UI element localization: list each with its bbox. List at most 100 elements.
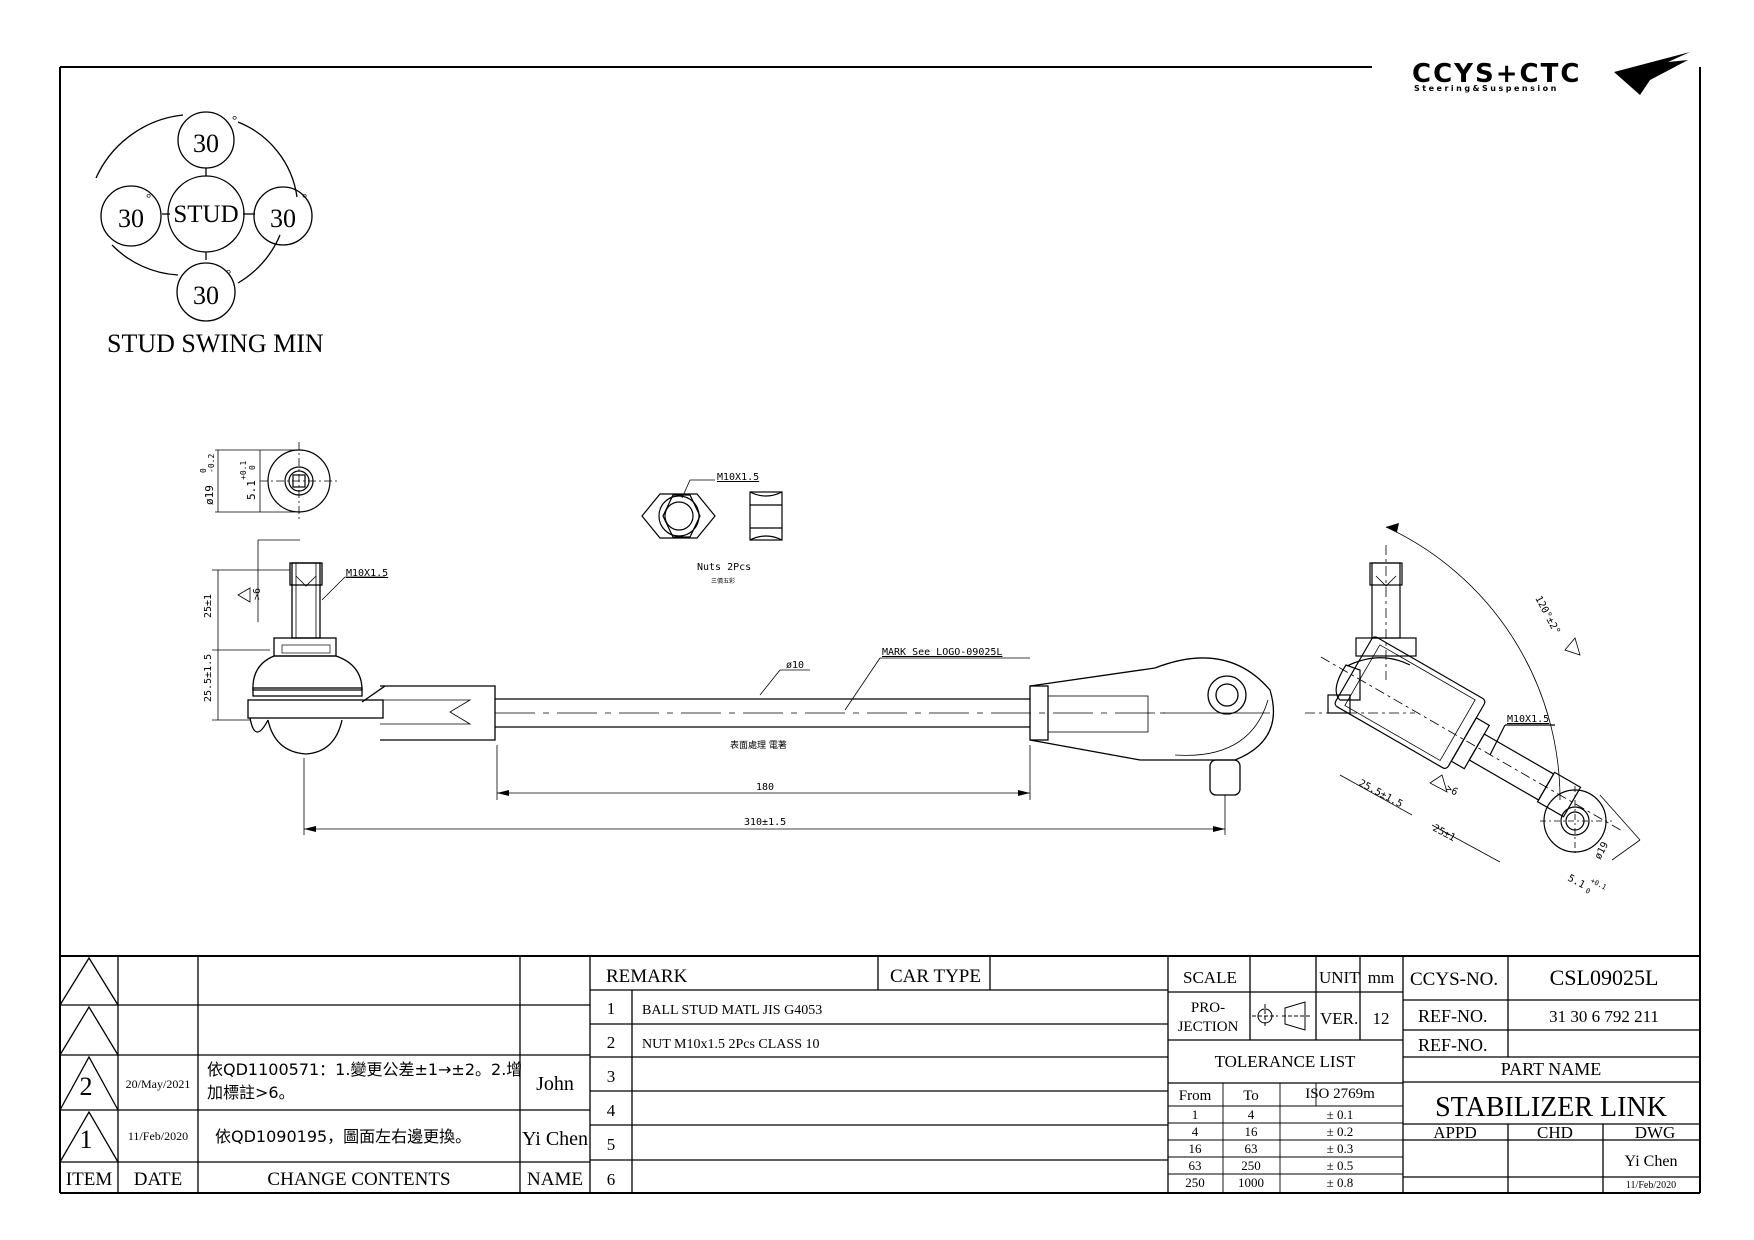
swing-right-value: 30 [270, 204, 296, 233]
tolerance-row1-value: ± 0.1 [1327, 1107, 1354, 1122]
ball-height-label: 25.5±1.5 [203, 654, 214, 702]
remark-3-no: 3 [607, 1067, 616, 1086]
swing-top-value: 30 [193, 129, 219, 158]
surface-treatment-label: 表面處理 電著 [730, 739, 787, 751]
tolerance-row2-value: ± 0.2 [1327, 1124, 1354, 1139]
right-end-view: 120°±2° M10X1.5 25.5±1.5 >6 25±1 ø19 5.1… [1305, 523, 1641, 896]
header-date: DATE [134, 1169, 183, 1190]
logo-mark-label: MARK See LOGO-09025L [882, 647, 1002, 658]
tolerance-row5-from: 250 [1185, 1175, 1205, 1190]
approved-label: APPD [1433, 1123, 1476, 1142]
swing-angle-label: 120°±2° [1532, 594, 1562, 636]
tolerance-row2-to: 16 [1245, 1124, 1259, 1139]
tolerance-from-header: From [1179, 1088, 1212, 1104]
version-value: 12 [1373, 1009, 1390, 1028]
part-name-label: PART NAME [1501, 1059, 1601, 1079]
swing-caption: STUD SWING MIN [107, 329, 324, 358]
tolerance-row1-from: 1 [1192, 1107, 1199, 1122]
logo-brand: CCYS+CTC [1412, 59, 1581, 89]
swing-center-label: STUD [173, 201, 238, 228]
stabilizer-link-side-view [247, 562, 1275, 796]
tolerance-standard-header: ISO 2769m [1305, 1086, 1375, 1102]
ref-no-2-label: REF-NO. [1418, 1035, 1488, 1055]
part-name-value: STABILIZER LINK [1435, 1092, 1667, 1123]
tolerance-row5-to: 1000 [1238, 1175, 1264, 1190]
right-thread-depth-label: >6 [1444, 783, 1460, 798]
drawn-label: DWG [1635, 1123, 1676, 1142]
rod-diameter-label: ø10 [786, 660, 804, 671]
revision-2-content-line2: 加標註>6。 [207, 1083, 295, 1102]
tolerance-row1-to: 4 [1248, 1107, 1255, 1122]
remark-2-no: 2 [607, 1033, 616, 1052]
logo-wing-icon [1614, 52, 1690, 95]
projection-label-line1: PRO- [1191, 1000, 1225, 1016]
tolerance-to-header: To [1243, 1088, 1259, 1104]
title-block-text: 2 20/May/2021 依QD1100571：1.變更公差±1→±2。2.增… [66, 965, 1678, 1191]
nut-views: M10X1.5 Nuts 2Pcs 三價五彩 [641, 472, 783, 585]
nuts-quantity-label: Nuts 2Pcs [697, 562, 751, 573]
stud-diameter-label: ø19 [203, 485, 216, 505]
header-change-contents: CHANGE CONTENTS [267, 1169, 450, 1190]
revision-1-name: Yi Chen [522, 1128, 588, 1150]
rod-length-label: 180 [756, 782, 774, 793]
revision-2-date: 20/May/2021 [126, 1077, 191, 1091]
ref-no-value: 31 30 6 792 211 [1549, 1007, 1659, 1026]
right-stud-length-label: 25±1 [1431, 823, 1457, 844]
nut-thread-label: M10X1.5 [717, 472, 759, 483]
version-label: VER. [1320, 1009, 1358, 1028]
tolerance-row5-value: ± 0.8 [1327, 1175, 1354, 1190]
remark-1-no: 1 [607, 999, 616, 1018]
swing-bottom-value: 30 [193, 281, 219, 310]
main-view-dimensions: 25±1 25.5±1.5 >6 M10X1.5 ø10 MARK See LO… [203, 539, 1226, 835]
stud-diameter-tol-bottom: -0.2 [207, 454, 216, 473]
tolerance-list-title: TOLERANCE LIST [1215, 1052, 1356, 1071]
projection-label-line2: JECTION [1178, 1019, 1239, 1035]
tolerance-row3-from: 16 [1189, 1141, 1203, 1156]
stud-length-label: 25±1 [203, 594, 214, 618]
company-logo: CCYS+CTC Steering&Suspension [1412, 52, 1690, 95]
remark-2-text: NUT M10x1.5 2Pcs CLASS 10 [642, 1037, 820, 1052]
swing-left-degree: ° [146, 190, 151, 205]
revision-1-content-line1: 依QD1090195，圖面左右邊更換。 [215, 1127, 471, 1146]
unit-label: UNIT [1319, 968, 1360, 987]
drawn-by-value: Yi Chen [1625, 1153, 1678, 1170]
remark-5-no: 5 [607, 1135, 616, 1154]
scale-label: SCALE [1183, 968, 1237, 987]
ccys-no-value: CSL09025L [1550, 965, 1659, 990]
ccys-no-label: CCYS-NO. [1410, 969, 1498, 990]
stud-top-view: ø19 0 -0.2 5.1 +0.1 0 [199, 442, 340, 520]
tolerance-row4-value: ± 0.5 [1327, 1158, 1354, 1173]
ref-no-label: REF-NO. [1418, 1006, 1488, 1026]
right-stud-flat-label: 5.1 [1566, 873, 1587, 891]
drawn-date-value: 11/Feb/2020 [1626, 1180, 1676, 1191]
car-type-label: CAR TYPE [890, 966, 981, 987]
tolerance-row4-to: 250 [1241, 1158, 1261, 1173]
tolerance-row3-to: 63 [1245, 1141, 1258, 1156]
swing-right-degree: ° [302, 190, 307, 205]
revision-1-date: 11/Feb/2020 [128, 1129, 188, 1143]
tolerance-row2-from: 4 [1192, 1124, 1199, 1139]
header-item: ITEM [66, 1169, 113, 1190]
left-thread-label: M10X1.5 [346, 568, 388, 579]
revision-2-item: 2 [80, 1072, 93, 1101]
stud-flat-tol-top: +0.1 [239, 461, 248, 480]
revision-2-name: John [536, 1073, 574, 1095]
tolerance-row3-value: ± 0.3 [1327, 1141, 1354, 1156]
stud-diameter-tol-top: 0 [199, 468, 208, 473]
right-ball-height-label: 25.5±1.5 [1357, 778, 1405, 810]
drawing-border [59, 66, 1701, 1194]
right-stud-flat-tol-bottom: 0 [1584, 887, 1591, 896]
right-stud-flat-tol-top: +0.1 [1589, 877, 1608, 892]
right-thread-label: M10X1.5 [1507, 714, 1549, 725]
title-block [59, 956, 1700, 1193]
swing-top-degree: ° [232, 112, 237, 127]
projection-symbol-icon [1252, 1001, 1310, 1031]
left-thread-depth-label: >6 [252, 588, 263, 600]
logo-tagline: Steering&Suspension [1414, 84, 1559, 93]
tolerance-row4-from: 63 [1189, 1158, 1202, 1173]
unit-value: mm [1368, 968, 1394, 987]
remark-1-text: BALL STUD MATL JIS G4053 [642, 1003, 822, 1018]
stud-flat-label: 5.1 [245, 480, 258, 500]
overall-length-label: 310±1.5 [744, 817, 786, 828]
